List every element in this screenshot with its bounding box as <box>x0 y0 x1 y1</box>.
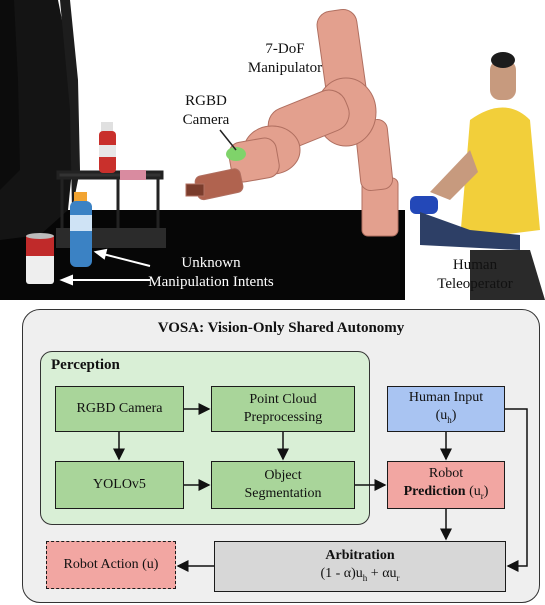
point-cloud-label-2: Preprocessing <box>243 410 323 425</box>
robot-arm <box>185 9 399 237</box>
soup-can-icon <box>26 233 54 284</box>
label-rgbd-camera: RGBD Camera <box>182 93 230 128</box>
human-input-label: Human Input <box>408 390 484 406</box>
arbitration-label: Arbitration <box>325 547 395 563</box>
human-teleoperator <box>405 0 545 300</box>
segmentation-label-1: Object <box>264 468 302 483</box>
arrow-input-to-arbitration <box>505 408 528 572</box>
camera-pointer <box>219 129 237 151</box>
label-unknown-intents: Unknown Manipulation Intents <box>148 255 274 290</box>
teleoperation-photo: 7-DoF Manipulator RGBD Camera Unknown Ma… <box>0 0 545 300</box>
tape <box>120 170 146 180</box>
blue-bottle-icon <box>70 192 92 267</box>
human-input-symbol: (uh) <box>435 408 457 425</box>
label-manipulator: 7-DoF Manipulator <box>247 41 323 76</box>
yolo-label: YOLOv5 <box>93 477 146 492</box>
segmentation-label-2: Segmentation <box>244 486 322 501</box>
intent-arrows <box>59 248 151 286</box>
scene-illustration <box>0 0 545 300</box>
segmentation-box: Object Segmentation <box>211 461 355 509</box>
point-cloud-box: Point Cloud Preprocessing <box>211 386 355 432</box>
vosa-title: VOSA: Vision-Only Shared Autonomy <box>157 320 405 336</box>
table-surface <box>0 210 405 300</box>
camera-on-arm-icon <box>226 147 246 161</box>
rgbd-camera-box: RGBD Camera <box>55 386 184 432</box>
rgbd-camera-label: RGBD Camera <box>76 401 163 416</box>
arbitration-formula: (1 - α)uh + αur <box>320 565 400 583</box>
robot-prediction-label-1: Robot <box>428 466 464 482</box>
curtain <box>0 0 75 240</box>
robot-action-box: Robot Action (u) <box>46 541 176 589</box>
yolo-box: YOLOv5 <box>55 461 184 509</box>
perception-title: Perception <box>51 357 120 373</box>
red-bottle-icon <box>99 122 116 173</box>
robot-prediction-label-2: Prediction (ur) <box>403 484 489 501</box>
gamepad-icon <box>410 196 438 214</box>
point-cloud-label-1: Point Cloud <box>249 392 317 407</box>
arbitration-box: Arbitration (1 - α)uh + αur <box>214 541 506 592</box>
human-input-box: Human Input (uh) <box>387 386 505 432</box>
robot-action-label: Robot Action (u) <box>63 557 159 572</box>
robot-prediction-box: Robot Prediction (ur) <box>387 461 505 509</box>
label-teleoperator: Human Teleoperator <box>437 257 513 292</box>
